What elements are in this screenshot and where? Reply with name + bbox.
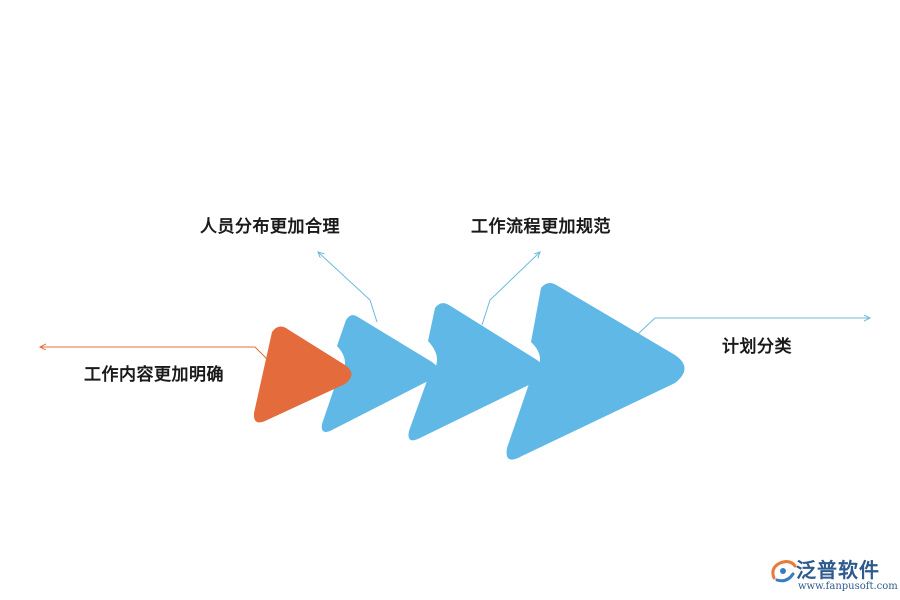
brand-logo: 泛普软件 www.fanpusoft.com	[768, 552, 898, 598]
connector-content	[40, 347, 269, 361]
label-people-distribution: 人员分布更加合理	[200, 217, 340, 237]
connector-people	[318, 252, 378, 323]
chevron-small	[321, 315, 439, 432]
connector-flow	[481, 252, 540, 326]
label-plan-category: 计划分类	[722, 337, 792, 357]
logo-swirl-icon	[771, 560, 797, 583]
connector-plan	[637, 318, 870, 335]
logo-url: www.fanpusoft.com	[798, 581, 898, 592]
chevron-medium	[408, 303, 545, 441]
triangle-orange	[253, 326, 352, 423]
chevron-large	[506, 282, 685, 460]
label-workflow: 工作流程更加规范	[471, 217, 611, 237]
label-work-content: 工作内容更加明确	[84, 365, 224, 385]
logo-name: 泛普软件	[796, 558, 880, 582]
